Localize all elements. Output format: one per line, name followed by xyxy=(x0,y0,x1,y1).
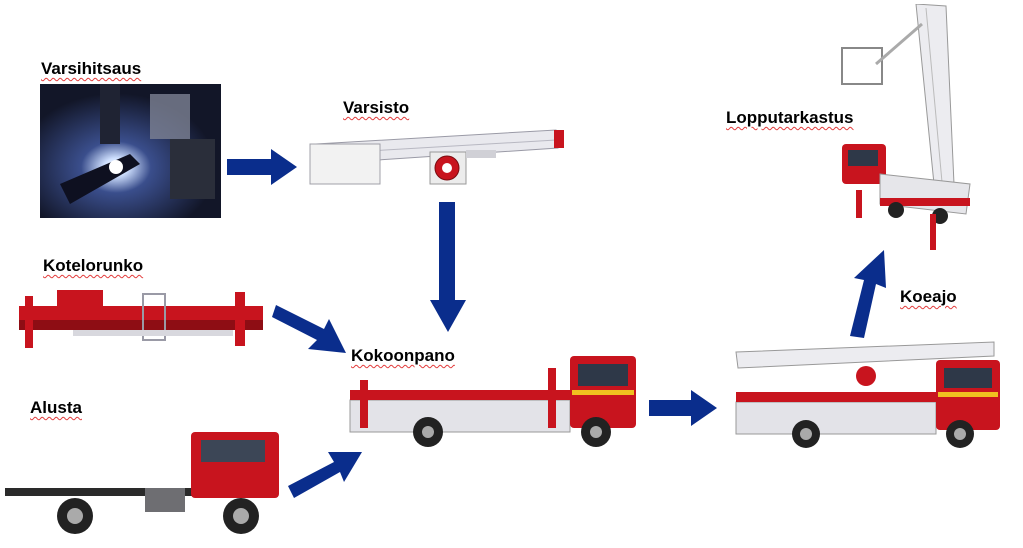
label-koeajo: Koeajo xyxy=(900,287,957,306)
arrow-frame-to-assembly xyxy=(272,305,348,357)
assembled-truck xyxy=(340,350,640,448)
label-alusta: Alusta xyxy=(30,398,82,417)
arrow-welding-to-boom xyxy=(227,149,299,185)
boom-assembly xyxy=(306,126,568,188)
welding-photo xyxy=(40,84,221,218)
test-drive-truck xyxy=(726,340,1002,450)
label-varsihitsaus: Varsihitsaus xyxy=(41,59,142,78)
arrow-chassis-to-assembly xyxy=(288,448,364,500)
arrow-testdrive-to-inspection xyxy=(846,250,890,338)
final-inspection-truck xyxy=(836,4,976,254)
arrow-boom-to-assembly xyxy=(430,202,466,334)
label-kokoonpano: Kokoonpano xyxy=(351,346,455,365)
label-lopputarkastus: Lopputarkastus xyxy=(726,108,854,127)
truck-chassis xyxy=(5,428,283,538)
label-kotelorunko: Kotelorunko xyxy=(43,256,144,275)
arrow-assembly-to-testdrive xyxy=(649,390,719,426)
label-varsisto: Varsisto xyxy=(343,98,410,117)
box-frame xyxy=(13,286,267,350)
